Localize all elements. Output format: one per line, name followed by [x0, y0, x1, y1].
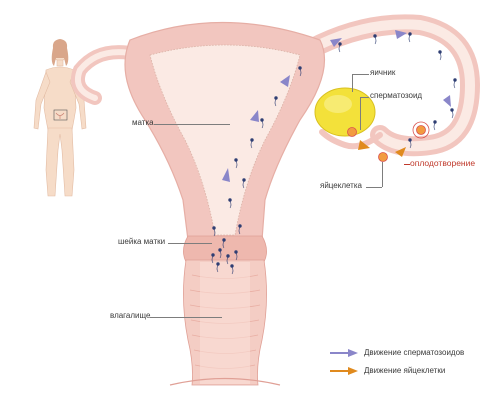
label-cervix: шейка матки	[118, 237, 166, 246]
purple-arrow-icon	[330, 348, 358, 357]
legend-sperm: Движение сперматозоидов	[330, 348, 464, 357]
fimbriae	[319, 129, 383, 150]
leader-ovary-h	[352, 74, 369, 75]
leader-fertilization	[404, 164, 410, 165]
label-egg: яйцеклетка	[320, 181, 362, 190]
legend-sperm-label: Движение сперматозоидов	[364, 348, 465, 357]
leader-sperm-h	[360, 97, 369, 98]
sperm-cells	[211, 32, 457, 275]
leader-egg-h	[366, 187, 382, 188]
label-fertilization: оплодотворение	[410, 158, 476, 168]
vulva-edge	[169, 377, 281, 386]
legend-egg-label: Движение яйцеклетки	[364, 366, 446, 375]
female-figure	[33, 39, 87, 197]
leader-uterus	[154, 124, 230, 125]
label-ovary: яичник	[370, 68, 396, 77]
leader-egg-v	[382, 162, 383, 187]
ovary	[314, 87, 376, 137]
leader-ovary-v	[352, 74, 353, 92]
egg-cells	[347, 125, 426, 162]
leader-cervix	[168, 243, 212, 244]
mini-uterus	[55, 112, 65, 119]
label-uterus: матка	[132, 118, 154, 127]
focus-box	[53, 109, 68, 121]
leader-sperm-v	[360, 97, 361, 130]
leader-vagina	[150, 317, 222, 318]
sperm-movement-arrows	[222, 30, 451, 182]
egg-movement-arrows	[358, 140, 406, 157]
orange-arrow-icon	[330, 366, 358, 375]
label-vagina: влагалище	[110, 311, 151, 320]
uterine-cavity	[149, 44, 301, 236]
legend-egg: Движение яйцеклетки	[330, 366, 445, 375]
vaginal-canal	[200, 262, 250, 384]
fertilization-marker	[412, 121, 430, 139]
right-fallopian-tube	[290, 14, 481, 157]
label-sperm: сперматозоид	[370, 91, 423, 100]
